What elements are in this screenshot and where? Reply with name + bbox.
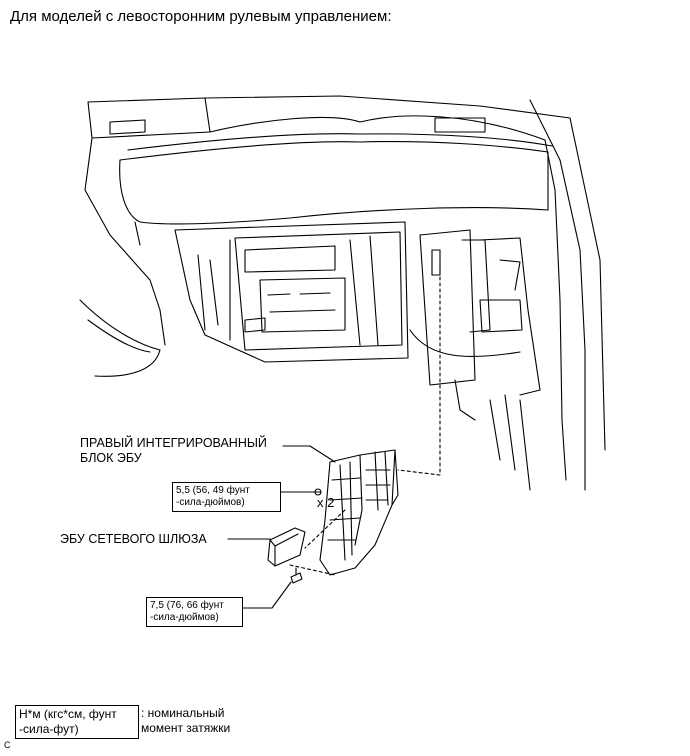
legend-desc-line2: момент затяжки — [141, 721, 231, 735]
gateway-ecu-label: ЭБУ СЕТЕВОГО ШЛЮЗА — [60, 532, 207, 546]
legend-description: : номинальный момент затяжки — [141, 706, 230, 736]
torque-spec-upper-line2: -сила-дюймов) — [176, 497, 245, 508]
assembly-guide-lines — [289, 264, 441, 576]
left-body-panel — [79, 299, 161, 377]
right-ecu-label-line2: БЛОК ЭБУ — [80, 451, 142, 465]
legend-unit-box: Н*м (кгс*см, фунт -сила-фут) — [15, 705, 139, 739]
bolt-lower — [290, 567, 303, 584]
legend-unit-line1: Н*м (кгс*см, фунт — [19, 707, 117, 721]
torque-spec-upper-line1: 5,5 (56, 49 фунт — [176, 485, 250, 496]
right-integrated-ecu — [319, 449, 399, 576]
dashboard-upper-outline — [84, 95, 606, 491]
figure-code: C — [4, 740, 11, 750]
torque-spec-upper: 5,5 (56, 49 фунт -сила-дюймов) — [172, 482, 281, 512]
legend-unit-line2: -сила-фут) — [19, 722, 79, 736]
page-title: Для моделей с левосторонним рулевым упра… — [10, 8, 392, 25]
right-bracket-area — [409, 229, 541, 491]
torque-spec-lower-line2: -сила-дюймов) — [150, 612, 219, 623]
glovebox-panel — [119, 133, 553, 246]
legend-desc-line1: : номинальный — [141, 706, 225, 720]
leader-lines — [227, 445, 336, 609]
bolt-quantity-label: x 2 — [317, 495, 335, 510]
torque-spec-lower: 7,5 (76, 66 фунт -сила-дюймов) — [146, 597, 243, 627]
glovebox-opening — [174, 221, 409, 363]
right-ecu-label-line1: ПРАВЫЙ ИНТЕГРИРОВАННЫЙ — [80, 436, 267, 450]
torque-spec-lower-line1: 7,5 (76, 66 фунт — [150, 600, 224, 611]
gateway-ecu — [267, 527, 306, 567]
